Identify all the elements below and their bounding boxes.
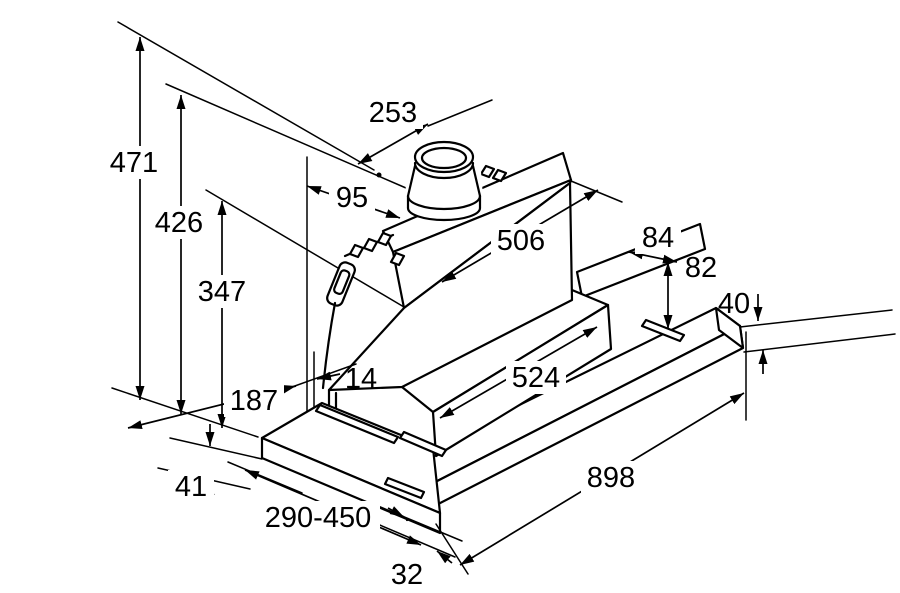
duct-collar [404,140,484,222]
mounting-hook [479,164,496,179]
extension-lines-back [111,21,407,438]
dim-line-32-b [436,550,453,564]
dim-label-32: 32 [391,559,423,591]
dim-line-253 [357,123,429,165]
dim-label-14: 14 [345,363,377,395]
dim-label-95: 95 [336,182,368,214]
dim-label-426: 426 [155,207,203,239]
dim-label-40: 40 [718,288,750,320]
dim-label-187: 187 [230,385,278,417]
slide-rail-strip [640,318,686,343]
dim-label-82: 82 [685,252,717,284]
dim-label-84: 84 [642,222,674,254]
dim-label-347: 347 [198,276,246,308]
dim-line-32-a [387,506,405,518]
power-cord [321,231,406,390]
dim-label-471: 471 [110,147,158,179]
slide-strip [314,403,400,445]
dim-label-290-450: 290-450 [265,502,371,534]
dim-label-524: 524 [512,362,560,394]
dim-label-41: 41 [175,471,207,503]
slide-strip [398,430,448,458]
dim-label-506: 506 [497,225,545,257]
plug [326,261,356,307]
mounting-hook [491,168,508,183]
dim-label-253: 253 [369,97,417,129]
dimension-labels: 471 426 347 95 253 506 84 82 40 14 187 4… [104,96,750,591]
dim-line-14 [316,371,341,381]
dim-label-898: 898 [587,462,635,494]
